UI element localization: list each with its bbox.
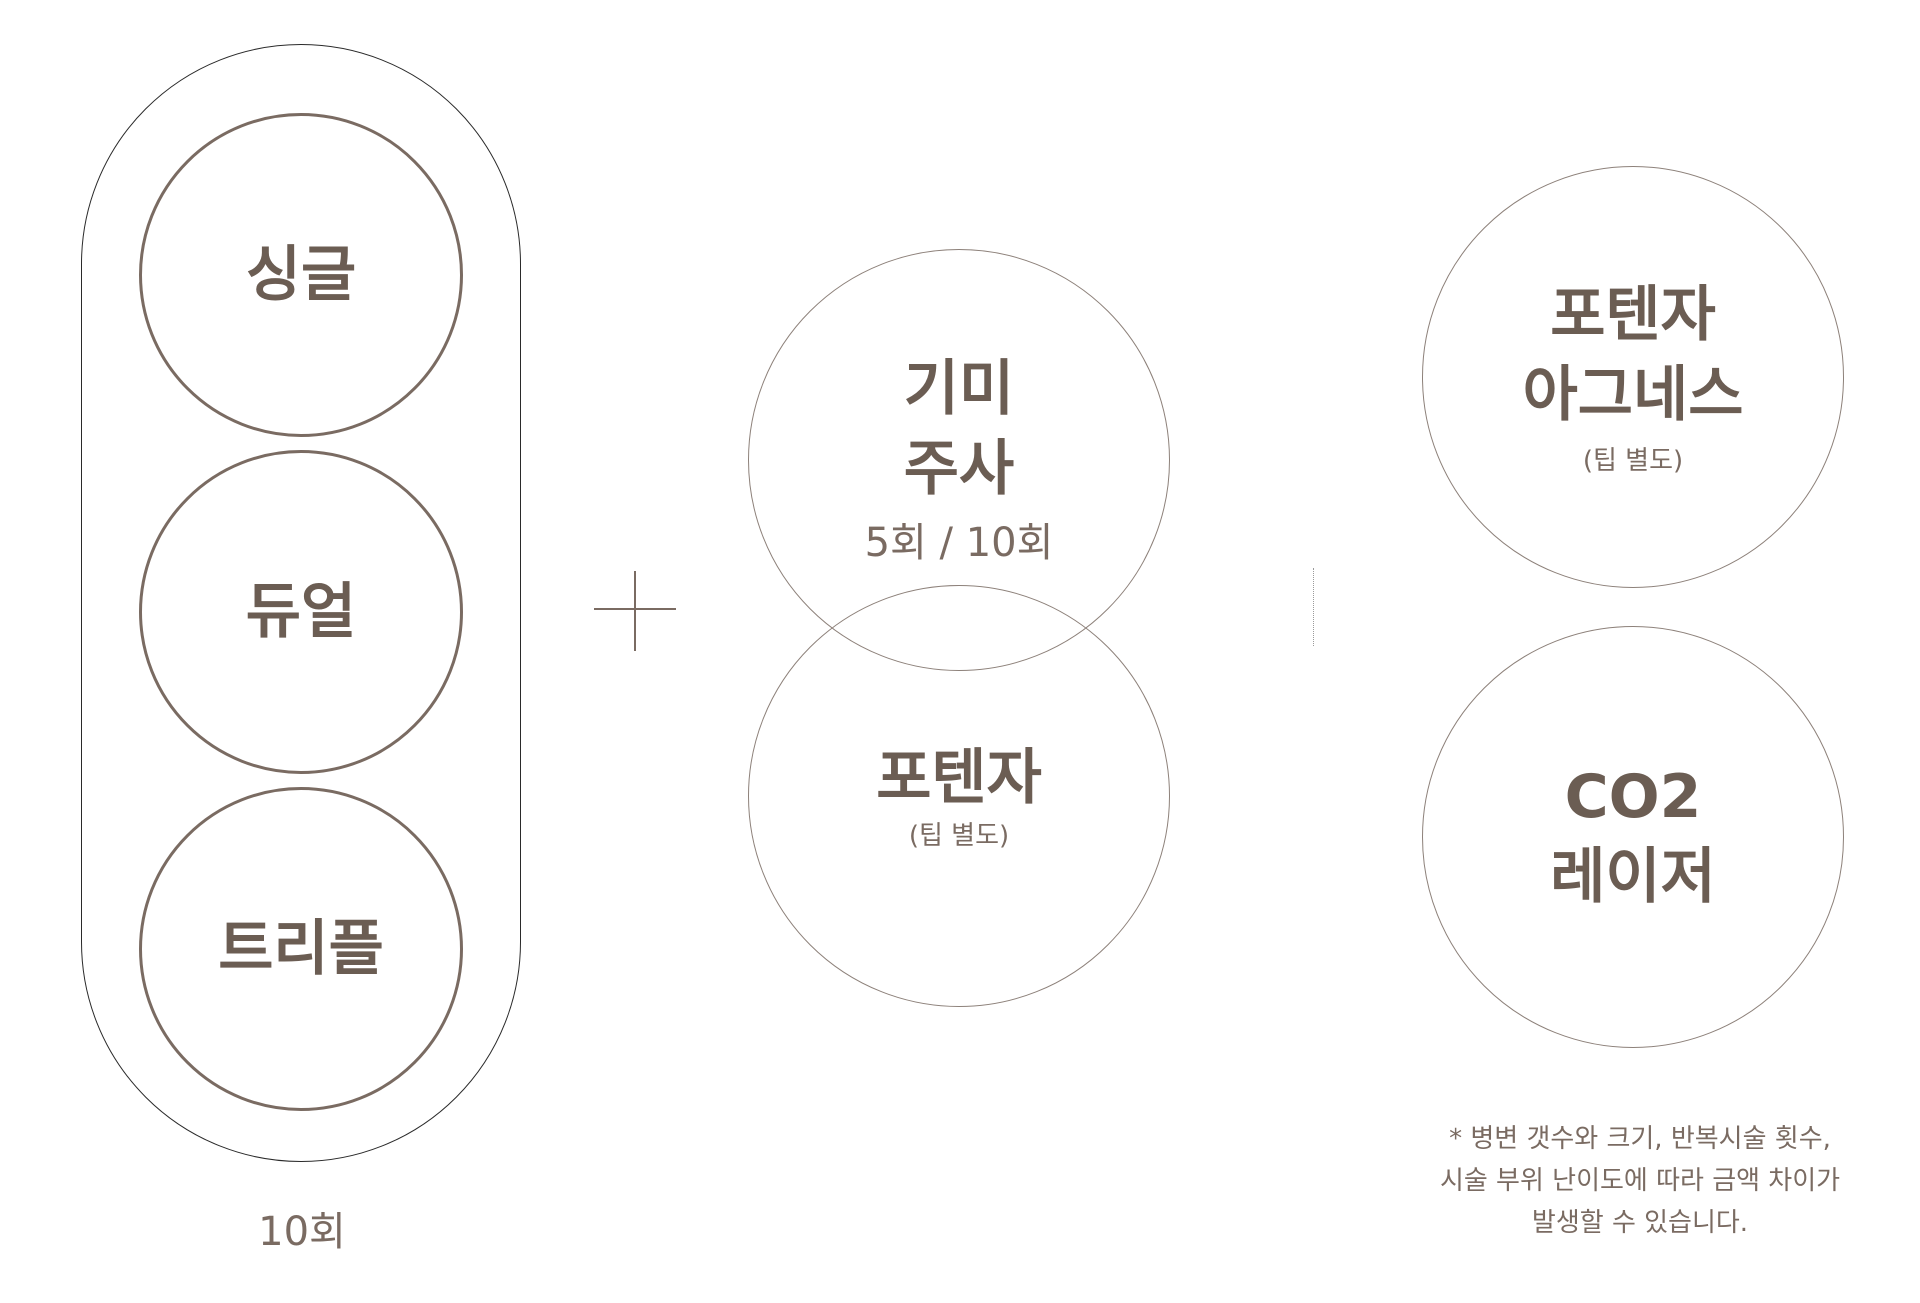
option-label-triple: 트리플 (218, 914, 384, 984)
co2-laser-line1: CO2 (1564, 762, 1702, 832)
treatment-circle-potenza-agnes: 포텐자 아그네스 (팁 별도) (1422, 166, 1844, 588)
treatment-circle-melasma-injection: 기미 주사 5회 / 10회 (748, 249, 1170, 671)
option-label-single: 싱글 (245, 240, 357, 310)
option-circle-triple: 트리플 (139, 787, 463, 1111)
treatment-circle-potenza: 포텐자 (팁 별도) (748, 585, 1170, 1007)
melasma-session-count: 5회 / 10회 (864, 520, 1054, 566)
co2-laser-line2: 레이저 (1550, 842, 1716, 912)
potenza-agnes-line2: 아그네스 (1522, 360, 1744, 430)
treatment-pill-container (81, 44, 521, 1162)
group-separator (1313, 568, 1314, 646)
footnote-line3: 발생할 수 있습니다. (1531, 1208, 1749, 1238)
footnote-line1: * 병변 갯수와 크기, 반복시술 횟수, (1449, 1124, 1831, 1154)
melasma-label-line2: 주사 (903, 434, 1015, 504)
treatment-circle-co2-laser: CO2 레이저 (1422, 626, 1844, 1048)
session-count-label: 10회 (258, 1209, 346, 1255)
potenza-tip-note: (팁 별도) (908, 821, 1010, 851)
footnote-line2: 시술 부위 난이도에 따라 금액 차이가 (1439, 1166, 1841, 1196)
pricing-footnote: * 병변 갯수와 크기, 반복시술 횟수, 시술 부위 난이도에 따라 금액 차… (1420, 1118, 1860, 1244)
option-circle-dual: 듀얼 (139, 450, 463, 774)
potenza-agnes-line1: 포텐자 (1550, 280, 1716, 350)
option-circle-single: 싱글 (139, 113, 463, 437)
option-label-dual: 듀얼 (245, 577, 357, 647)
plus-icon-vertical (634, 571, 636, 651)
potenza-agnes-tip-note: (팁 별도) (1582, 446, 1684, 476)
potenza-label: 포텐자 (876, 743, 1042, 813)
melasma-label-line1: 기미 (903, 354, 1015, 424)
